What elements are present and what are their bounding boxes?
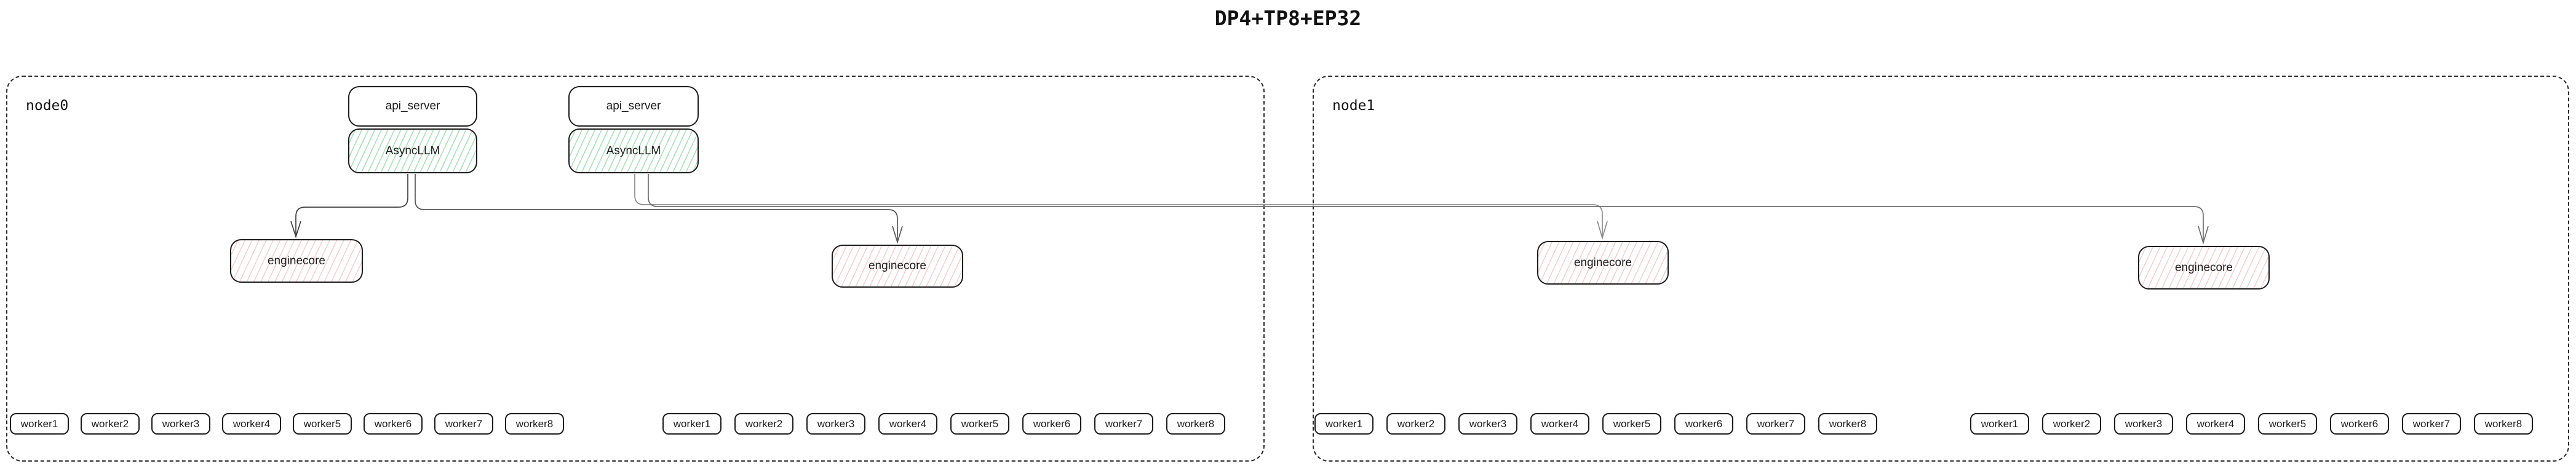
asyncllm-box-1: AsyncLLM <box>568 128 699 173</box>
worker-box: worker5 <box>1602 413 1661 435</box>
worker-box: worker1 <box>1970 413 2029 435</box>
worker-box: worker6 <box>1674 413 1733 435</box>
worker-box: worker4 <box>1530 413 1589 435</box>
diagram-title: DP4+TP8+EP32 <box>1214 6 1362 30</box>
worker-box: worker6 <box>1022 413 1081 435</box>
node1-label: node1 <box>1332 98 1375 114</box>
worker-box: worker1 <box>1314 413 1373 435</box>
worker-box: worker7 <box>1746 413 1805 435</box>
worker-box: worker2 <box>734 413 793 435</box>
worker-box: worker8 <box>2474 413 2533 435</box>
enginecore-box-1: enginecore <box>832 245 963 288</box>
worker-box: worker2 <box>2042 413 2101 435</box>
node0-label: node0 <box>26 98 69 114</box>
node1-container: node1 <box>1313 76 2569 462</box>
worker-box: worker4 <box>2186 413 2245 435</box>
enginecore-box-3: enginecore <box>2138 246 2270 290</box>
worker-box: worker5 <box>2258 413 2317 435</box>
asyncllm-box-0: AsyncLLM <box>348 128 477 173</box>
api-server-box-1: api_server <box>568 86 699 127</box>
worker-box: worker7 <box>434 413 493 435</box>
worker-group-2: worker1 worker2 worker3 worker4 worker5 … <box>1314 413 1877 435</box>
worker-box: worker1 <box>662 413 722 435</box>
worker-box: worker6 <box>2330 413 2389 435</box>
worker-box: worker3 <box>806 413 865 435</box>
worker-box: worker8 <box>1818 413 1877 435</box>
worker-box: worker5 <box>950 413 1009 435</box>
worker-box: worker5 <box>293 413 352 435</box>
worker-box: worker2 <box>81 413 140 435</box>
worker-box: worker7 <box>1094 413 1153 435</box>
worker-box: worker3 <box>1458 413 1517 435</box>
worker-box: worker3 <box>151 413 210 435</box>
worker-box: worker7 <box>2402 413 2461 435</box>
api-server-box-0: api_server <box>348 86 477 127</box>
worker-box: worker4 <box>878 413 937 435</box>
enginecore-box-0: enginecore <box>230 239 363 283</box>
worker-box: worker6 <box>364 413 423 435</box>
node0-container: node0 <box>6 76 1265 462</box>
worker-group-1: worker1 worker2 worker3 worker4 worker5 … <box>662 413 1225 435</box>
worker-group-0: worker1 worker2 worker3 worker4 worker5 … <box>10 413 564 435</box>
enginecore-box-2: enginecore <box>1537 241 1669 285</box>
worker-box: worker8 <box>1166 413 1225 435</box>
worker-box: worker3 <box>2114 413 2173 435</box>
worker-group-3: worker1 worker2 worker3 worker4 worker5 … <box>1970 413 2533 435</box>
worker-box: worker8 <box>505 413 564 435</box>
worker-box: worker2 <box>1386 413 1445 435</box>
worker-box: worker4 <box>222 413 281 435</box>
worker-box: worker1 <box>10 413 69 435</box>
